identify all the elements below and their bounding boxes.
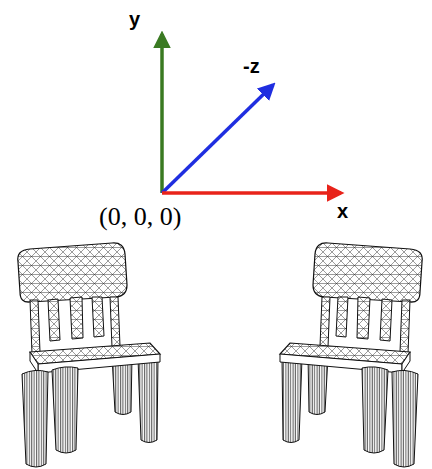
axis-label: -z	[243, 56, 260, 76]
axis-label: y	[129, 9, 140, 29]
axes	[162, 34, 341, 193]
chair-mesh	[18, 243, 160, 467]
origin-label: (0, 0, 0)	[99, 204, 181, 230]
chair-mesh	[280, 243, 422, 467]
axis-label: x	[337, 201, 348, 221]
